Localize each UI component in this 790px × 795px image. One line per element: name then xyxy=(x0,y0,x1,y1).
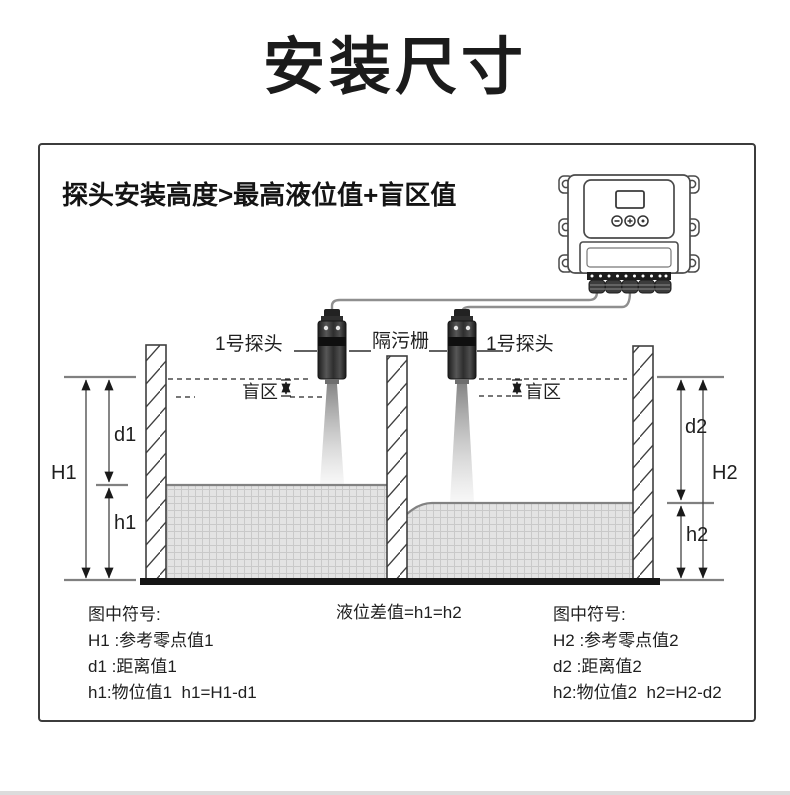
legend-left-heading: 图中符号: xyxy=(88,605,161,624)
dim-label-d1: d1 xyxy=(114,424,137,446)
dim-label-H2: H2 xyxy=(712,462,738,484)
dim-label-h1: h1 xyxy=(114,512,137,534)
blind-zone-tick-right xyxy=(512,379,522,397)
barrier-label: 隔污栅 xyxy=(372,331,430,352)
tank-floor xyxy=(140,578,660,585)
legend-right: 图中符号: H2 :参考零点值2 d2 :距离值2 h2:物位值2 h2=H2-… xyxy=(553,600,722,704)
sensor-probe-left xyxy=(317,309,347,384)
legend-right-line-1: H2 :参考零点值2 xyxy=(553,631,679,650)
legend-right-heading: 图中符号: xyxy=(553,605,626,624)
legend-middle: 液位差值=h1=h2 xyxy=(336,603,462,622)
controller-display xyxy=(615,190,645,209)
dim-label-h2: h2 xyxy=(686,524,709,546)
blind-zone-right-label: 盲区 xyxy=(525,382,561,402)
controller-terminal-cover xyxy=(586,247,672,268)
tank-wall-left xyxy=(145,344,167,580)
controller-buttons xyxy=(611,215,649,227)
legend-right-line-2: d2 :距离值2 xyxy=(553,657,642,676)
page-bottom-divider xyxy=(0,791,790,795)
blind-zone-tick-left xyxy=(281,379,291,397)
dim-label-H1: H1 xyxy=(51,462,77,484)
ultrasonic-beam-left xyxy=(320,384,344,484)
legend-right-line-3: h2:物位值2 h2=H2-d2 xyxy=(553,683,722,702)
separation-grid-wall xyxy=(386,355,408,580)
blind-zone-left-label: 盲区 xyxy=(242,382,278,402)
legend-left-line-1: H1 :参考零点值1 xyxy=(88,631,214,650)
sensor-probe-right xyxy=(447,309,477,384)
tank-wall-right xyxy=(632,345,654,580)
legend-left-line-2: d1 :距离值1 xyxy=(88,657,177,676)
ultrasonic-beam-right xyxy=(450,384,474,502)
controller-unit xyxy=(558,174,700,294)
max-level-dashed-lines xyxy=(168,378,627,398)
liquid-left-tank xyxy=(166,483,387,578)
probe-right-label: 1号探头 xyxy=(486,334,554,355)
liquid-right-tank xyxy=(406,501,633,578)
controller-front-panel xyxy=(583,179,675,239)
sensor-cables xyxy=(330,283,632,316)
legend-left-line-3: h1:物位值1 h1=H1-d1 xyxy=(88,683,257,702)
dim-label-d2: d2 xyxy=(685,416,708,438)
page-title: 安装尺寸 xyxy=(262,33,527,102)
cable-gland-strip xyxy=(587,272,672,294)
cable-glands xyxy=(588,279,672,294)
installation-note: 探头安装高度>最高液位值+盲区值 xyxy=(62,180,457,210)
dimension-lines xyxy=(81,379,708,579)
probe-left-label: 1号探头 xyxy=(215,334,283,355)
legend-left: 图中符号: H1 :参考零点值1 d1 :距离值1 h1:物位值1 h1=H1-… xyxy=(88,600,257,704)
sensor-cable-left xyxy=(330,283,599,316)
